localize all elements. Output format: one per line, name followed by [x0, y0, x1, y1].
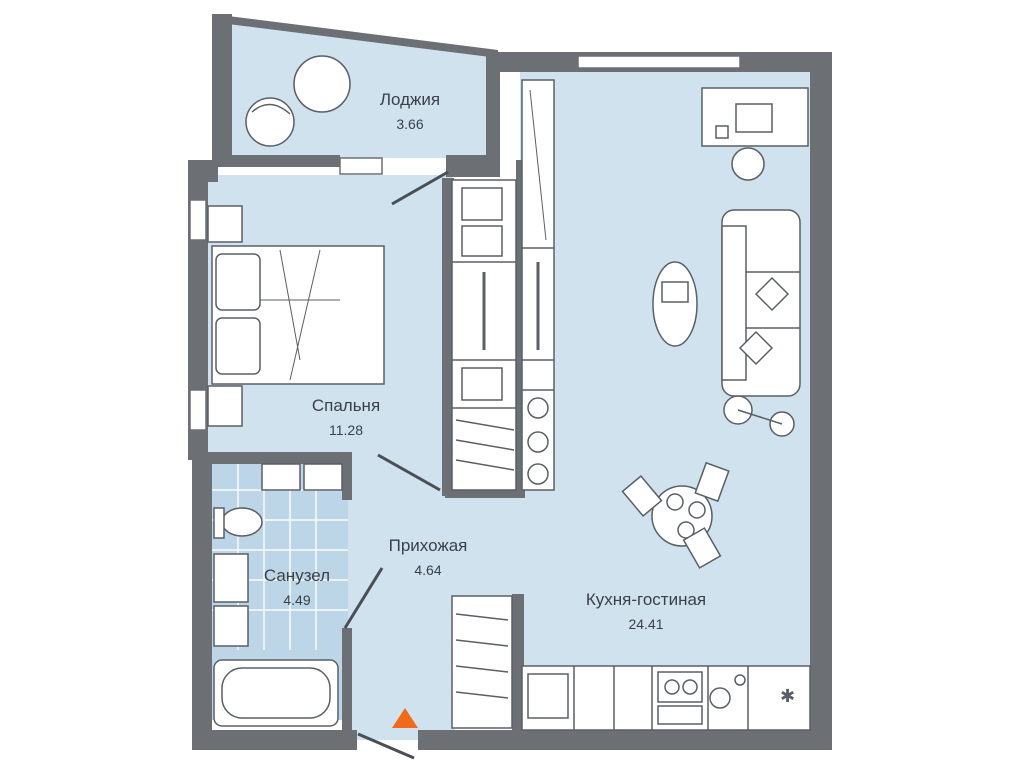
- bathroom-cabinet: [213, 553, 249, 603]
- wardrobe-partition: [516, 160, 522, 498]
- room-area: 24.41: [628, 616, 664, 632]
- room-name: Санузел: [263, 566, 331, 585]
- outer-wall-bottom: [192, 730, 357, 750]
- snowflake-icon: ✱: [780, 686, 795, 707]
- bathroom-shelf-b: [303, 463, 343, 491]
- pillow-bottom: [215, 317, 261, 375]
- walls: [188, 14, 832, 750]
- loggia-door: [391, 170, 449, 206]
- outer-wall-bottom-right: [418, 730, 832, 750]
- loggia-divider-right: [446, 155, 500, 177]
- room-name: Спальня: [311, 396, 381, 415]
- sink: [527, 673, 569, 719]
- bedroom-partition: [442, 178, 454, 496]
- bathroom-wall-left: [192, 452, 212, 748]
- kitchen-window: [577, 55, 741, 69]
- doors: [343, 170, 449, 760]
- hallway-floor: [345, 455, 455, 740]
- loggia-wall-left: [212, 14, 232, 164]
- kitchen-left-wall: [445, 488, 525, 498]
- room-area: 3.66: [396, 116, 424, 132]
- room-label-hallway: Прихожая 4.64: [389, 536, 468, 578]
- washbasin: [213, 605, 249, 647]
- bathroom-door: [343, 567, 384, 629]
- pillow-top: [215, 253, 261, 311]
- washing-machine: [709, 687, 731, 709]
- loggia-wall-top: [212, 14, 498, 58]
- bathroom-shelf-a: [261, 463, 301, 491]
- outer-wall-right: [810, 52, 832, 750]
- coffee-table: [652, 261, 698, 347]
- nightstand-bottom: [207, 385, 243, 427]
- room-area: 4.64: [414, 562, 442, 578]
- bedroom-window: [189, 199, 207, 241]
- room-label-bedroom: Спальня 11.28: [312, 396, 380, 438]
- room-label-loggia: Лоджия 3.66: [380, 90, 440, 132]
- room-label-bathroom: Санузел 4.49: [264, 566, 330, 608]
- loggia-chair: [245, 97, 295, 147]
- desk-chair: [731, 147, 765, 181]
- loggia-wall-bottom: [212, 155, 340, 167]
- outer-wall-left-top: [188, 160, 218, 182]
- room-area: 4.49: [283, 592, 311, 608]
- loggia-wall-right: [486, 52, 500, 162]
- laptop: [735, 103, 773, 133]
- room-name: Прихожая: [388, 536, 468, 555]
- room-label-kitchen: Кухня-гостиная 24.41: [586, 590, 706, 632]
- entrance-marker-icon: [392, 708, 418, 728]
- bathroom-wall-right: [342, 452, 352, 500]
- nightstand-top: [207, 205, 243, 243]
- bathroom-wall-right-low: [342, 628, 352, 738]
- room-name: Лоджия: [379, 90, 441, 109]
- corridor-wardrobe: [451, 595, 513, 729]
- room-area: 11.28: [329, 422, 363, 438]
- room-name: Кухня-гостиная: [585, 590, 707, 609]
- bedroom-window-lower: [189, 389, 207, 431]
- entrance-door: [357, 732, 415, 760]
- corridor-right-wall: [512, 594, 524, 744]
- toilet: [221, 507, 263, 537]
- bedroom-door: [377, 453, 441, 492]
- windows: [189, 55, 741, 431]
- loggia-floor: [232, 22, 490, 158]
- furniture: [207, 55, 811, 731]
- loggia-window: [339, 157, 383, 175]
- loggia-table: [293, 55, 351, 113]
- bathroom-wall-top: [192, 452, 352, 464]
